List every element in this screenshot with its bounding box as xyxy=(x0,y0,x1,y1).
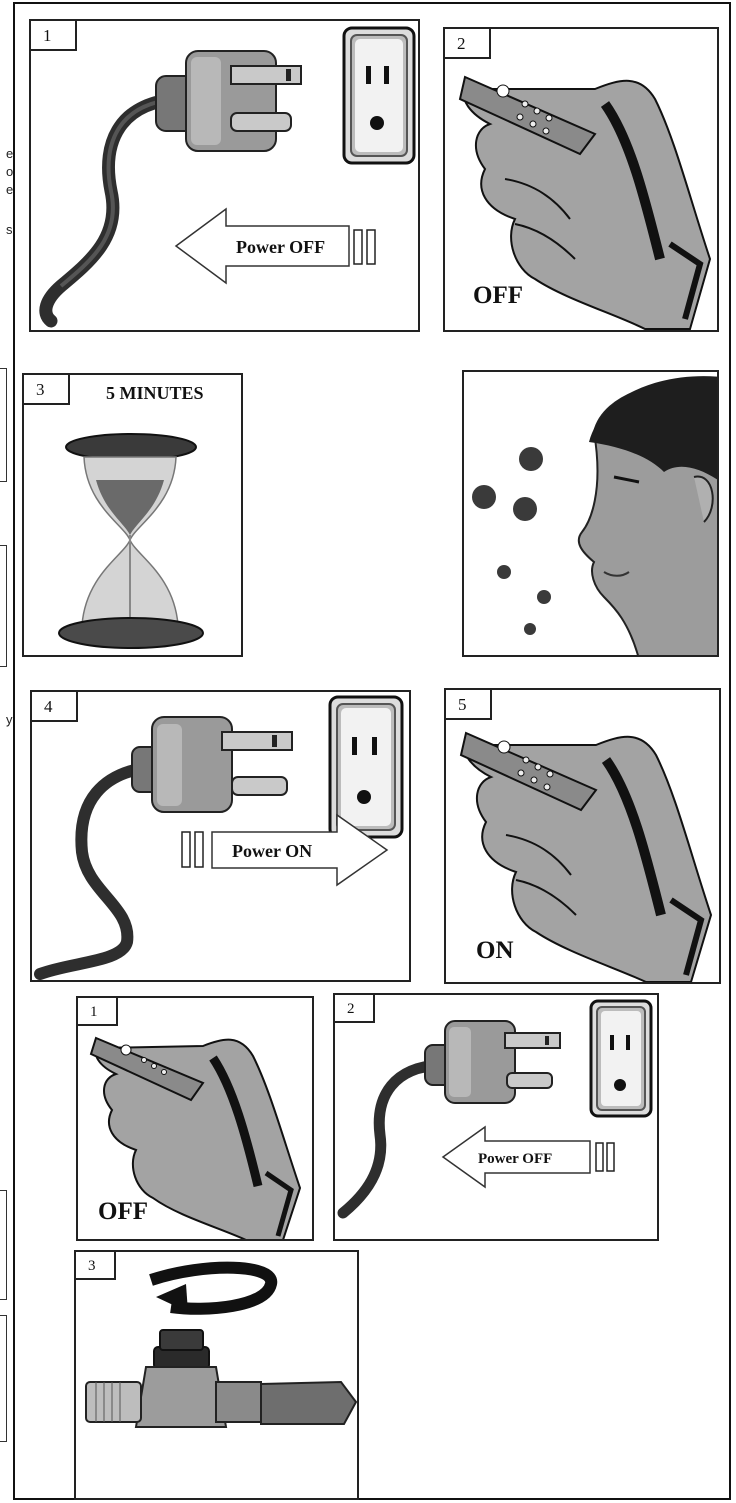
bottom-step-3-panel: 3 xyxy=(74,1250,359,1500)
edge-box-fragment xyxy=(0,1190,7,1300)
arrow-label: Power OFF xyxy=(236,237,325,257)
step-4-panel: 4 Power ON xyxy=(30,690,411,982)
on-label: ON xyxy=(476,937,514,965)
off-label: OFF xyxy=(473,282,523,310)
plug-illustration: Power OFF xyxy=(31,21,420,332)
edge-text-fragment: s xyxy=(6,222,13,237)
arrow-label: Power OFF xyxy=(478,1151,552,1167)
head-icon xyxy=(464,372,719,657)
hourglass-icon xyxy=(24,375,243,657)
edge-box-fragment xyxy=(0,1315,7,1442)
plug-illustration: Power ON xyxy=(32,692,411,982)
off-label: OFF xyxy=(98,1198,148,1226)
plug-illustration: Power OFF xyxy=(335,995,659,1241)
step-1-panel: 1 Power OFF xyxy=(29,19,420,332)
arrow-label: Power ON xyxy=(232,841,312,861)
head-illustration-panel xyxy=(462,370,719,657)
step-5-panel: 5 ON xyxy=(444,688,721,984)
step-2-panel: 2 OFF xyxy=(443,27,719,332)
valve-illustration xyxy=(76,1252,359,1500)
bottom-step-1-panel: 1 OFF xyxy=(76,996,314,1241)
edge-text-fragment: y xyxy=(6,712,13,727)
bottom-step-2-panel: 2 Power OFF xyxy=(333,993,659,1241)
step-3-panel: 3 5 MINUTES xyxy=(22,373,243,657)
edge-box-fragment xyxy=(0,545,7,667)
edge-box-fragment xyxy=(0,368,7,482)
